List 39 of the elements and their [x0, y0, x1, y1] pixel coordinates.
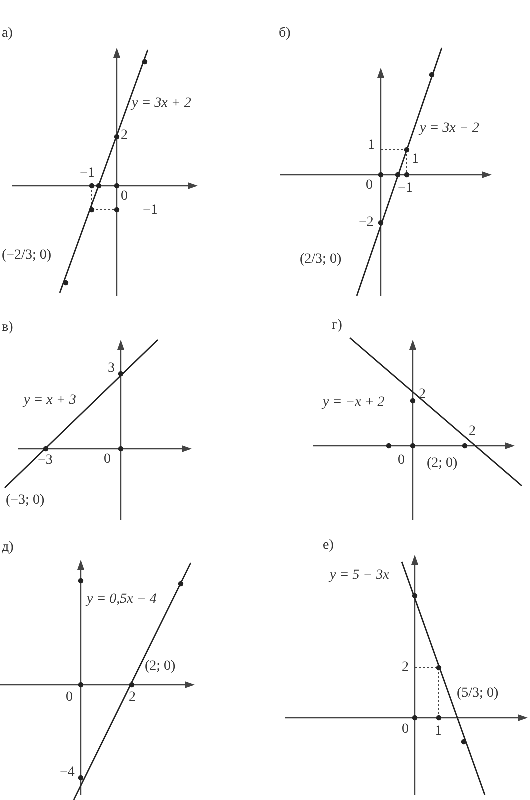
axis-value: −2	[359, 215, 374, 230]
panel-label: е)	[323, 538, 334, 554]
point-coordinates: (2; 0)	[145, 659, 176, 674]
axis-value: −4	[60, 765, 75, 780]
point-coordinates: (2; 0)	[427, 456, 458, 472]
panel-label: в)	[2, 320, 14, 336]
panel-label: г)	[332, 318, 342, 334]
point-coordinates: (2/3; 0)	[300, 252, 342, 268]
axis-value: 1	[368, 138, 375, 154]
axis-value: −1	[80, 166, 95, 182]
axis-value: 3	[108, 361, 115, 376]
equation-label: y = x + 3	[24, 393, 76, 408]
axis-value: 0	[121, 189, 128, 204]
point-coordinates: (5/3; 0)	[457, 686, 499, 702]
equation-label: y = 3x + 2	[132, 96, 192, 112]
axis-value: −1	[398, 181, 413, 196]
axis-value: 2	[469, 424, 476, 440]
point-coordinates: (−2/3; 0)	[2, 248, 52, 264]
axis-value: 1	[412, 152, 419, 168]
equation-label: y = −x + 2	[323, 395, 385, 410]
equation-label: y = 3x − 2	[420, 121, 480, 136]
panel-label: д)	[2, 540, 14, 556]
equation-label: y = 5 − 3x	[330, 568, 390, 584]
axis-value: 2	[129, 690, 136, 706]
point-coordinates: (−3; 0)	[6, 493, 45, 508]
axis-value: −3	[38, 453, 53, 468]
axis-value: −1	[143, 203, 158, 218]
axis-value: 2	[121, 128, 128, 144]
axis-value: 1	[435, 724, 442, 740]
panel-label: а)	[2, 26, 13, 42]
axis-value: 2	[419, 387, 426, 402]
axis-value: 0	[104, 452, 111, 468]
equation-label: y = 0,5x − 4	[87, 592, 157, 608]
axis-value: 0	[66, 690, 73, 706]
axis-value: 0	[398, 453, 405, 468]
axis-value: 0	[366, 178, 373, 194]
panel-label: б)	[279, 26, 291, 42]
axis-value: 0	[402, 722, 409, 738]
axis-value: 2	[402, 660, 409, 676]
